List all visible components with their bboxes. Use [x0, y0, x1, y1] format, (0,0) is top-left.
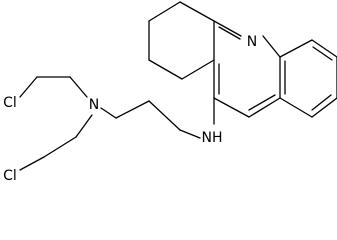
bond [181, 59, 215, 80]
molecule-structure: N N NH Cl Cl [3, 1, 337, 184]
bond [19, 156, 45, 171]
atom-labels: N N NH Cl Cl [3, 34, 257, 184]
bond [179, 129, 201, 139]
bond [148, 100, 181, 131]
chlorine-lower-label: Cl [3, 168, 17, 184]
bond [248, 97, 281, 118]
bond [279, 97, 313, 118]
bond [69, 76, 88, 98]
bond [213, 20, 242, 37]
bond [311, 39, 337, 58]
bond [218, 26, 241, 40]
bond [148, 1, 181, 22]
bond [148, 59, 183, 80]
bond [43, 136, 77, 158]
bond [115, 100, 150, 119]
bond [213, 97, 250, 118]
bond [311, 94, 332, 111]
chlorine-upper-label: Cl [3, 95, 17, 111]
amine-nitrogen-label: N [89, 97, 99, 113]
ring-nitrogen-label: N [247, 34, 257, 50]
bond [311, 97, 337, 118]
secondary-amine-label: NH [202, 130, 223, 146]
bond [279, 39, 313, 58]
bond [248, 94, 276, 111]
bond [19, 76, 38, 98]
bond [262, 35, 281, 58]
bond-lines [19, 1, 337, 171]
bond [100, 107, 117, 119]
bond [179, 1, 215, 22]
bond [75, 114, 93, 138]
bond [312, 46, 333, 61]
